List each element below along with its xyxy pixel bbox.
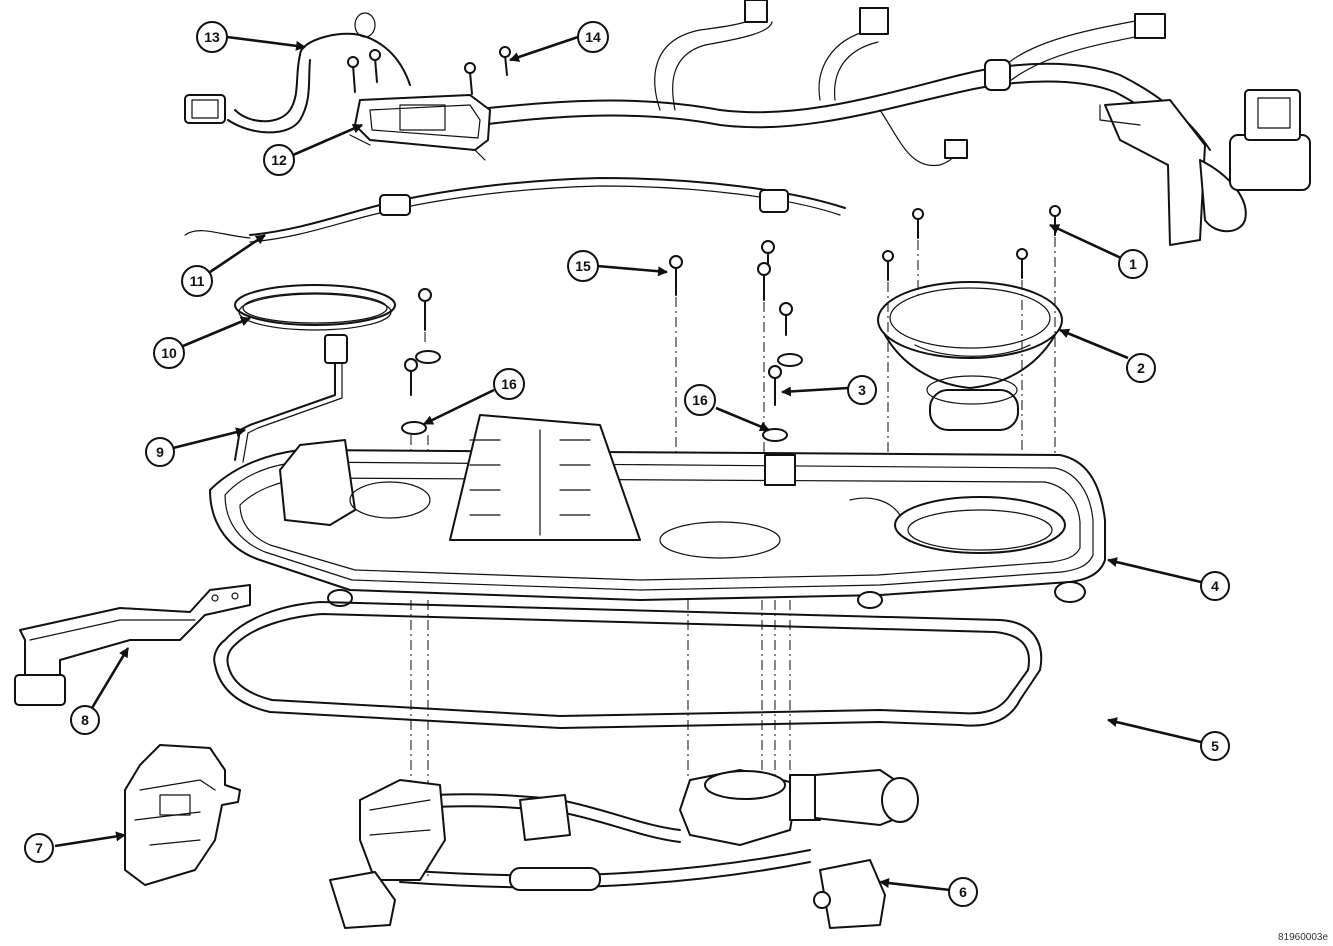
callout-16a: 16 — [493, 368, 525, 400]
carrier-screws — [404, 240, 793, 406]
callout-2: 2 — [1126, 353, 1156, 383]
callout-label: 4 — [1211, 578, 1219, 594]
window-regulator — [329, 769, 919, 929]
callout-label: 10 — [161, 345, 177, 361]
callout-label: 5 — [1211, 738, 1219, 754]
callout-label: 13 — [204, 29, 220, 45]
callout-8: 8 — [70, 705, 100, 735]
wiring-harness — [469, 0, 1311, 246]
callout-6: 6 — [948, 877, 978, 907]
callout-label: 16 — [692, 392, 708, 408]
callout-7: 7 — [24, 833, 54, 863]
callout-12: 12 — [263, 144, 295, 176]
carrier-gasket — [213, 601, 1043, 729]
callout-label: 6 — [959, 884, 967, 900]
mounting-bracket — [14, 584, 251, 706]
grommets — [401, 350, 803, 442]
figure-id: 81960003e — [1278, 932, 1328, 943]
callout-label: 7 — [35, 840, 43, 856]
seal-ring — [234, 284, 396, 331]
module-carrier — [209, 414, 1106, 609]
callout-label: 12 — [271, 152, 287, 168]
callout-label: 14 — [585, 29, 601, 45]
callout-11: 11 — [181, 265, 213, 297]
control-module — [349, 94, 491, 161]
link-rod — [234, 334, 348, 463]
callout-label: 11 — [190, 273, 205, 289]
callout-label: 9 — [156, 444, 164, 460]
callout-1: 1 — [1118, 249, 1148, 279]
callout-label: 3 — [858, 382, 866, 398]
callout-13: 13 — [196, 21, 228, 53]
callout-label: 15 — [575, 258, 591, 274]
module-screws — [347, 46, 511, 95]
callout-label: 8 — [81, 712, 89, 728]
callout-16b: 16 — [684, 384, 716, 416]
callout-10: 10 — [153, 337, 185, 369]
release-cable — [184, 177, 846, 243]
pigtail-harness — [184, 12, 411, 134]
callout-14: 14 — [577, 21, 609, 53]
callout-5: 5 — [1200, 731, 1230, 761]
door-latch — [124, 744, 241, 886]
callout-label: 16 — [501, 376, 517, 392]
callout-15: 15 — [567, 250, 599, 282]
callout-4: 4 — [1200, 571, 1230, 601]
callout-3: 3 — [847, 375, 877, 405]
speaker-screws — [882, 205, 1061, 281]
speaker — [877, 281, 1063, 431]
callout-label: 2 — [1137, 360, 1145, 376]
callout-label: 1 — [1129, 256, 1137, 272]
leader-lines — [54, 35, 1202, 892]
callout-9: 9 — [145, 437, 175, 467]
